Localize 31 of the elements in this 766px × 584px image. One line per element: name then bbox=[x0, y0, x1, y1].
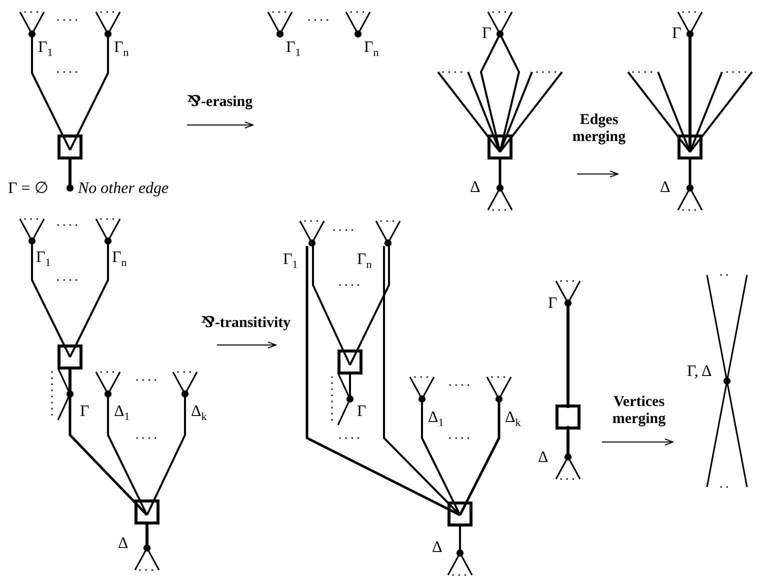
vertex-label: Γ bbox=[357, 404, 366, 420]
vertex-label: Γ$_{n}$ bbox=[357, 252, 372, 272]
vertex-label: Γ$_{1}$ bbox=[283, 252, 298, 272]
vertex-label: Δ bbox=[470, 180, 480, 196]
vertex-label: Γ bbox=[548, 296, 558, 312]
vertex-label: Γ bbox=[482, 26, 492, 42]
vertex-label: Δ$_{1}$ bbox=[428, 410, 444, 430]
vertex-label: Δ$_{1}$ bbox=[114, 404, 130, 424]
vertex-label: Δ bbox=[432, 540, 442, 556]
rule-label: ⅋-erasing bbox=[185, 94, 255, 112]
vertex-label: Γ$_{1}$ bbox=[36, 250, 51, 270]
annotation-text: No other edge bbox=[78, 181, 169, 197]
vertex-label: Γ bbox=[672, 26, 682, 42]
arrow bbox=[216, 342, 276, 348]
vertex-label: Δ$_{k}$ bbox=[191, 404, 207, 424]
vertex-label: Δ bbox=[118, 536, 128, 552]
arrow bbox=[602, 438, 674, 446]
vertex-label: Γ$_{n}$ bbox=[112, 250, 127, 270]
arrow bbox=[186, 122, 254, 128]
vertex-label: Δ$_{k}$ bbox=[505, 410, 521, 430]
vertex-label: Δ bbox=[660, 180, 670, 196]
vertex-label: Γ = ∅ bbox=[8, 181, 48, 197]
vertex-label: Γ$_{1}$ bbox=[286, 40, 301, 60]
vertex-label: Γ, Δ bbox=[687, 364, 712, 380]
vertex-label: Γ$_{n}$ bbox=[364, 40, 379, 60]
vertex-label: Γ$_{1}$ bbox=[38, 40, 53, 60]
rule-label: ⅋-transitivity bbox=[199, 315, 293, 332]
arrow bbox=[576, 170, 618, 178]
vertex-label: Δ bbox=[538, 450, 548, 466]
vertex-label: Γ$_{n}$ bbox=[114, 40, 129, 60]
vertex-label: Γ bbox=[80, 404, 90, 420]
